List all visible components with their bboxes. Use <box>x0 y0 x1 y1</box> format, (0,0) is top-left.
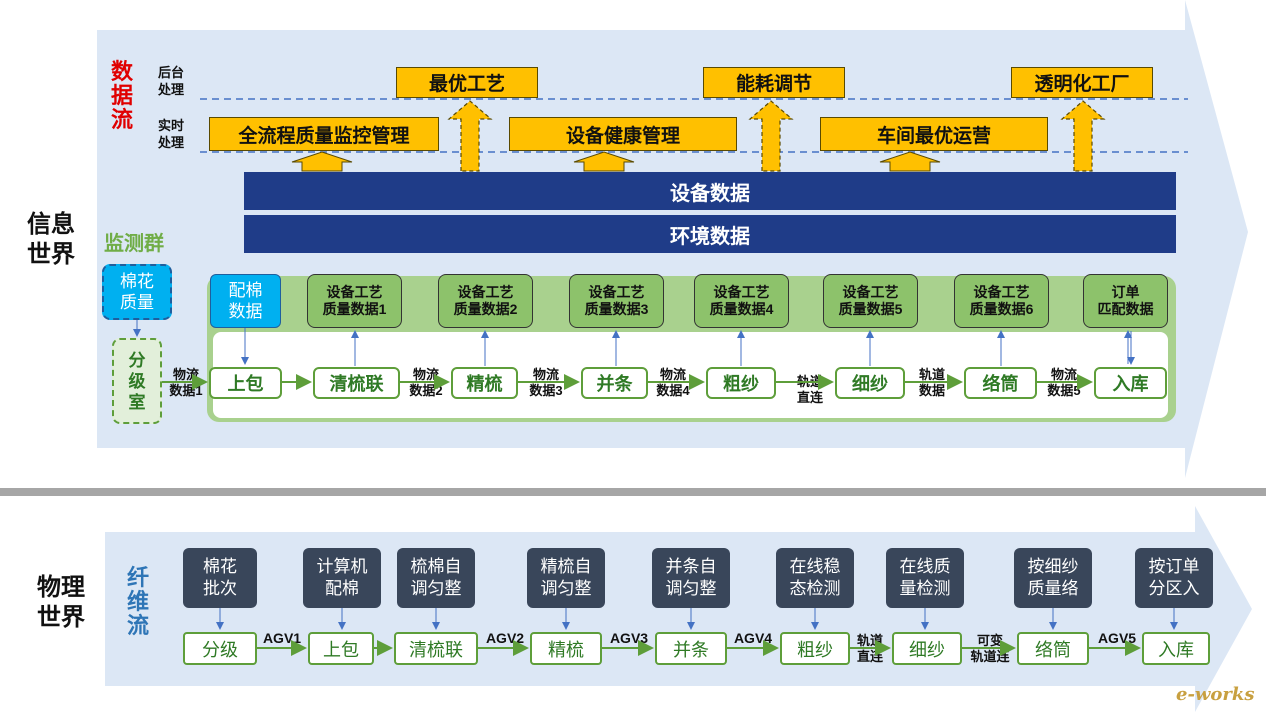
control-box: 按细纱 质量络 <box>1014 548 1092 608</box>
grading-room-box: 分 级 室 <box>112 338 162 424</box>
link-label: 轨道 直连 <box>856 633 883 664</box>
quality-monitoring-box: 全流程质量监控管理 <box>209 117 439 151</box>
physical-world-label: 物理 世界 <box>37 574 85 631</box>
process-box: 精梳 <box>530 632 602 665</box>
link-label: AGV5 <box>1097 630 1137 646</box>
order-matching-box: 订单 匹配数据 <box>1083 274 1168 328</box>
quality-data-box: 设备工艺 质量数据3 <box>569 274 664 328</box>
monitor-group-label: 监测群 <box>104 233 164 255</box>
quality-data-box: 设备工艺 质量数据6 <box>954 274 1049 328</box>
process-box: 清梳联 <box>313 367 400 399</box>
process-box: 清梳联 <box>394 632 478 665</box>
quality-data-box: 设备工艺 质量数据2 <box>438 274 533 328</box>
link-label: 物流 数据1 <box>169 367 203 398</box>
process-box: 上包 <box>308 632 374 665</box>
link-label: AGV4 <box>733 630 773 646</box>
control-box: 棉花 批次 <box>183 548 257 608</box>
workshop-operation-box: 车间最优运营 <box>820 117 1048 151</box>
process-box: 分级 <box>183 632 257 665</box>
link-label: 可变 轨道连 <box>970 633 1010 664</box>
process-box: 粗纱 <box>706 367 776 399</box>
link-label: AGV2 <box>485 630 525 646</box>
process-box: 入库 <box>1142 632 1210 665</box>
process-box: 细纱 <box>892 632 962 665</box>
link-label: 轨道 数据 <box>918 367 945 398</box>
info-world-label: 信息 世界 <box>27 211 75 268</box>
process-box: 细纱 <box>835 367 905 399</box>
process-box: 入库 <box>1094 367 1167 399</box>
equipment-data-bar: 设备数据 <box>244 172 1176 210</box>
data-flow-label: 数 据 流 <box>110 59 133 132</box>
process-box: 并条 <box>655 632 727 665</box>
environment-data-bar: 环境数据 <box>244 215 1176 253</box>
control-box: 在线稳 态检测 <box>776 548 854 608</box>
cotton-quality-box: 棉花 质量 <box>102 264 172 320</box>
control-box: 按订单 分区入 <box>1135 548 1213 608</box>
link-label: 轨道 直连 <box>796 374 823 405</box>
quality-data-box: 设备工艺 质量数据4 <box>694 274 789 328</box>
quality-data-box: 设备工艺 质量数据5 <box>823 274 918 328</box>
process-box: 并条 <box>581 367 648 399</box>
link-label: 物流 数据4 <box>656 367 690 398</box>
link-label: AGV3 <box>609 630 649 646</box>
process-box: 上包 <box>209 367 282 399</box>
transparent-factory-box: 透明化工厂 <box>1011 67 1153 98</box>
optimal-process-box: 最优工艺 <box>396 67 538 98</box>
control-box: 梳棉自 调匀整 <box>397 548 475 608</box>
link-label: AGV1 <box>262 630 302 646</box>
link-label: 物流 数据5 <box>1047 367 1081 398</box>
energy-regulation-box: 能耗调节 <box>703 67 845 98</box>
link-label: 物流 数据3 <box>529 367 563 398</box>
link-label: 物流 数据2 <box>409 367 443 398</box>
e-works-logo: e-works <box>1176 684 1255 705</box>
process-box: 络筒 <box>1017 632 1089 665</box>
cotton-data-box: 配棉 数据 <box>210 274 281 328</box>
quality-data-box: 设备工艺 质量数据1 <box>307 274 402 328</box>
realtime-processing-label: 实时 处理 <box>158 118 185 150</box>
control-box: 计算机 配棉 <box>303 548 381 608</box>
equipment-health-box: 设备健康管理 <box>509 117 737 151</box>
control-box: 在线质 量检测 <box>886 548 964 608</box>
backend-processing-label: 后台 处理 <box>158 65 185 97</box>
control-box: 精梳自 调匀整 <box>527 548 605 608</box>
process-box: 精梳 <box>451 367 518 399</box>
process-box: 粗纱 <box>780 632 850 665</box>
control-box: 并条自 调匀整 <box>652 548 730 608</box>
fiber-flow-label: 纤 维 流 <box>126 565 149 638</box>
process-box: 络筒 <box>964 367 1037 399</box>
